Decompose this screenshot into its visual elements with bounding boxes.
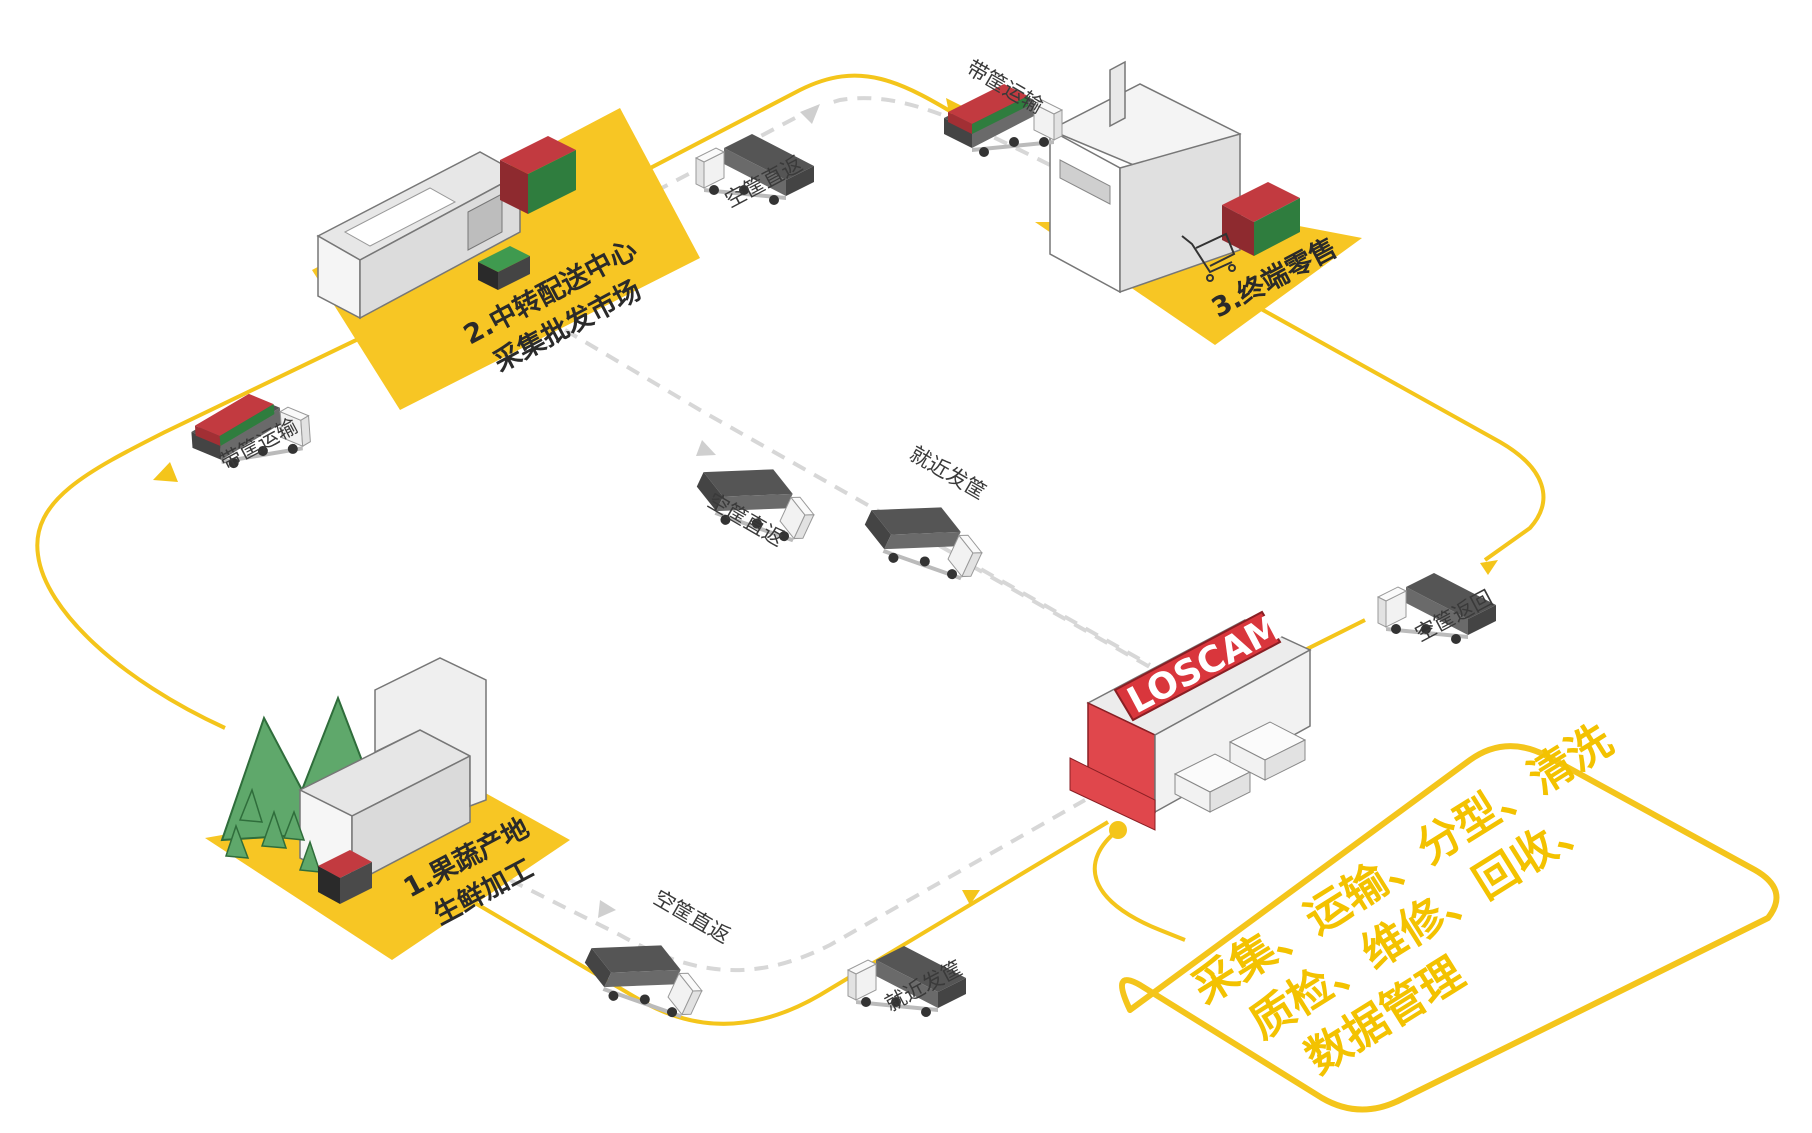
node-retail: 3.终端零售	[1035, 60, 1362, 345]
cart-icon	[1181, 232, 1236, 282]
tree-icons	[224, 787, 322, 873]
truck-farm-to-loscam	[574, 918, 713, 1034]
dash-center-to-loscam	[563, 328, 1151, 667]
node-farm: 1.果蔬产地 生鲜加工	[205, 657, 570, 960]
flow-label-loscam-to-center: 就近发筐	[906, 442, 991, 505]
arrow-down-retail-loscam	[1480, 560, 1498, 575]
route-arrowheads	[153, 98, 1498, 905]
route-retail-to-loscam	[1244, 298, 1546, 562]
dash-farm-to-loscam	[509, 798, 1086, 973]
arrow-loscam-to-farm	[962, 890, 980, 905]
route-farm-bottom	[468, 820, 1110, 1026]
arrow-farm-loscam	[598, 900, 616, 918]
loscam-logo-board	[1113, 610, 1282, 722]
arrow-up-left-loop	[153, 462, 178, 482]
route-farm-to-center	[35, 316, 403, 730]
route-center-to-retail	[611, 73, 970, 190]
node-center: 2.中转配送中心 采集批发市场	[312, 108, 700, 410]
truck-center-to-loscam	[686, 442, 825, 558]
dash-loscam-to-center	[969, 563, 1156, 672]
arrow-center-loscam-down	[696, 440, 716, 456]
services-box	[1119, 743, 1780, 1113]
services-connector	[1092, 828, 1186, 942]
flow-label-farm-to-loscam-return: 空筐直返	[650, 886, 735, 949]
arrow-top-return	[800, 104, 820, 124]
